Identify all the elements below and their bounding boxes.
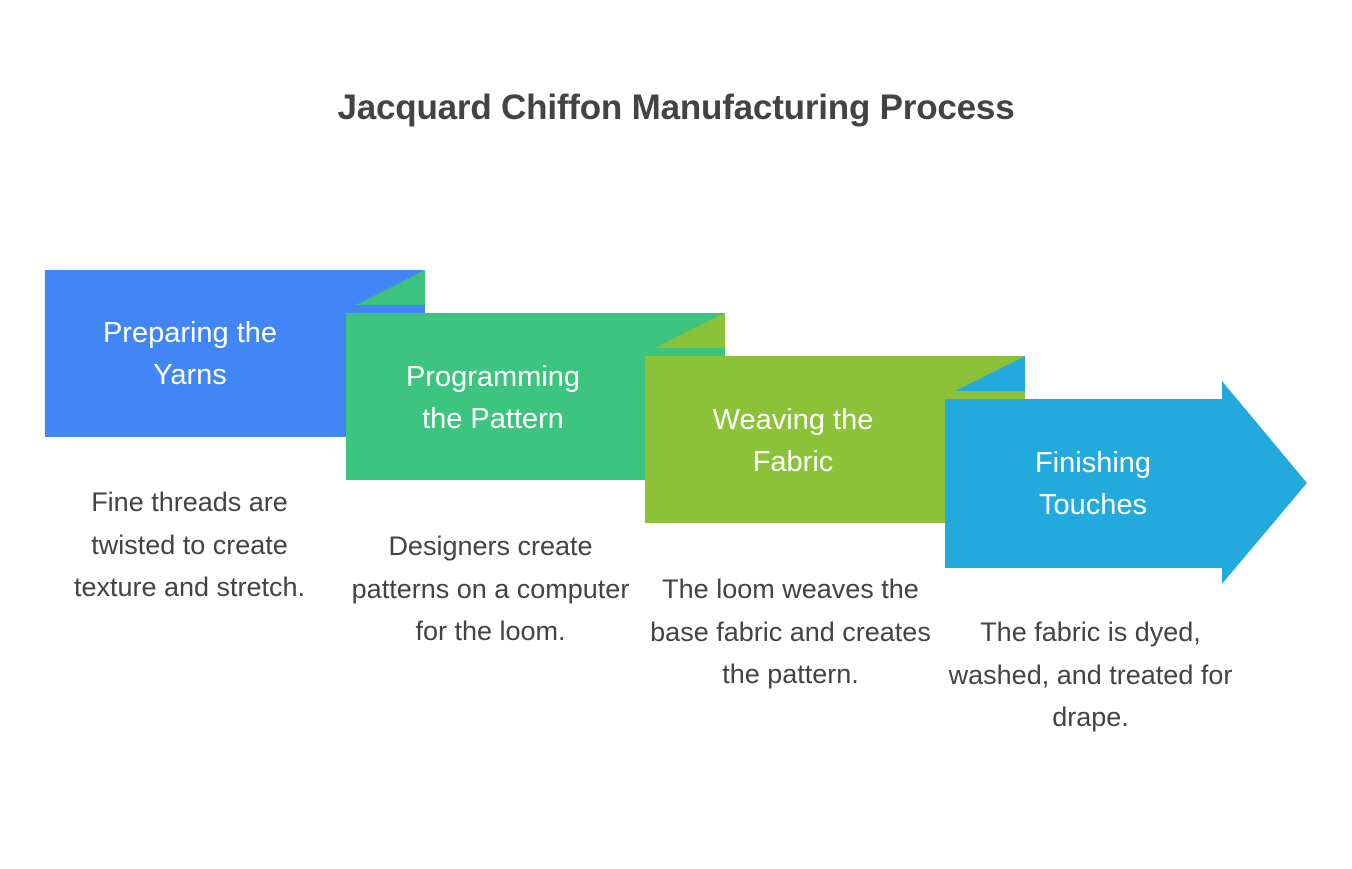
step-3-label: Weaving the Fabric xyxy=(712,404,874,479)
step-1-label: Preparing the Yarns xyxy=(102,317,278,392)
step-2-label: Programming the Pattern xyxy=(405,361,581,436)
step-4-shape[interactable] xyxy=(945,381,1307,584)
step-2-fold-tab-upper xyxy=(356,270,425,305)
step-1-shape[interactable] xyxy=(45,270,425,437)
page-title: Jacquard Chiffon Manufacturing Process xyxy=(337,88,1015,127)
step-3-shape[interactable] xyxy=(645,356,1025,523)
step-4-label: Finishing Touches xyxy=(1034,447,1152,522)
step-1-description: Fine threads are twisted to create textu… xyxy=(73,487,306,603)
step-3-description: The loom weaves the base fabric and crea… xyxy=(650,574,931,690)
step-3-fold-tab xyxy=(655,313,725,348)
step-2-shape[interactable] xyxy=(346,313,725,480)
step-4-description: The fabric is dyed, washed, and treated … xyxy=(948,617,1233,733)
step-2-description: Designers create patterns on a computer … xyxy=(351,531,630,647)
step-4-fold-tab xyxy=(955,356,1025,391)
